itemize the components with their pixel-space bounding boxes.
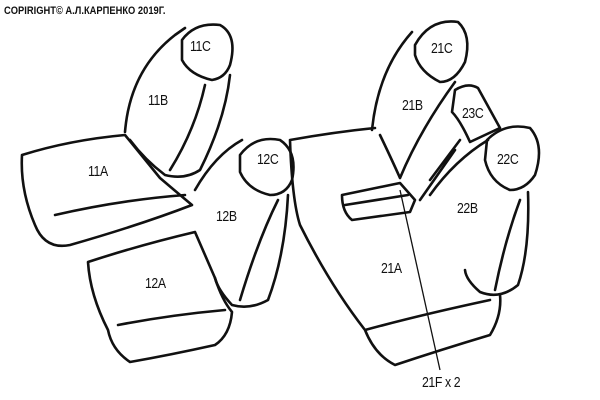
label-12A: 12A [145,275,166,292]
label-21A: 21A [381,260,402,277]
seat-11-backrest [123,26,232,178]
label-12B: 12B [216,208,237,225]
seat-11-headrest [180,23,234,82]
label-11A: 11A [88,163,108,180]
label-21B: 21B [402,97,423,114]
armrest [340,181,417,222]
seat-22-backrest [418,138,530,297]
label-21F: 21F x 2 [422,374,461,391]
label-22C: 22C [497,151,519,168]
label-22B: 22B [457,200,478,217]
label-21C: 21C [431,40,453,57]
seat-21-backrest [370,30,457,180]
seat-11-cushion [20,133,194,248]
label-11B: 11B [148,92,168,109]
seat-21-cushion [288,126,502,367]
label-11C: 11C [190,38,211,55]
copyright-text: COPIRIGHT© А.Л.КАРПЕНКО 2019Г. [4,5,166,17]
seat-21-headrest [413,20,469,84]
label-12C: 12C [257,151,279,168]
seat-22-headrest [483,125,541,192]
leader-line-21F [399,189,441,371]
seat-12-cushion [86,230,234,364]
seat-12-backrest [193,138,290,308]
label-23C: 23C [462,105,484,122]
seat-23-headrest [450,84,502,144]
